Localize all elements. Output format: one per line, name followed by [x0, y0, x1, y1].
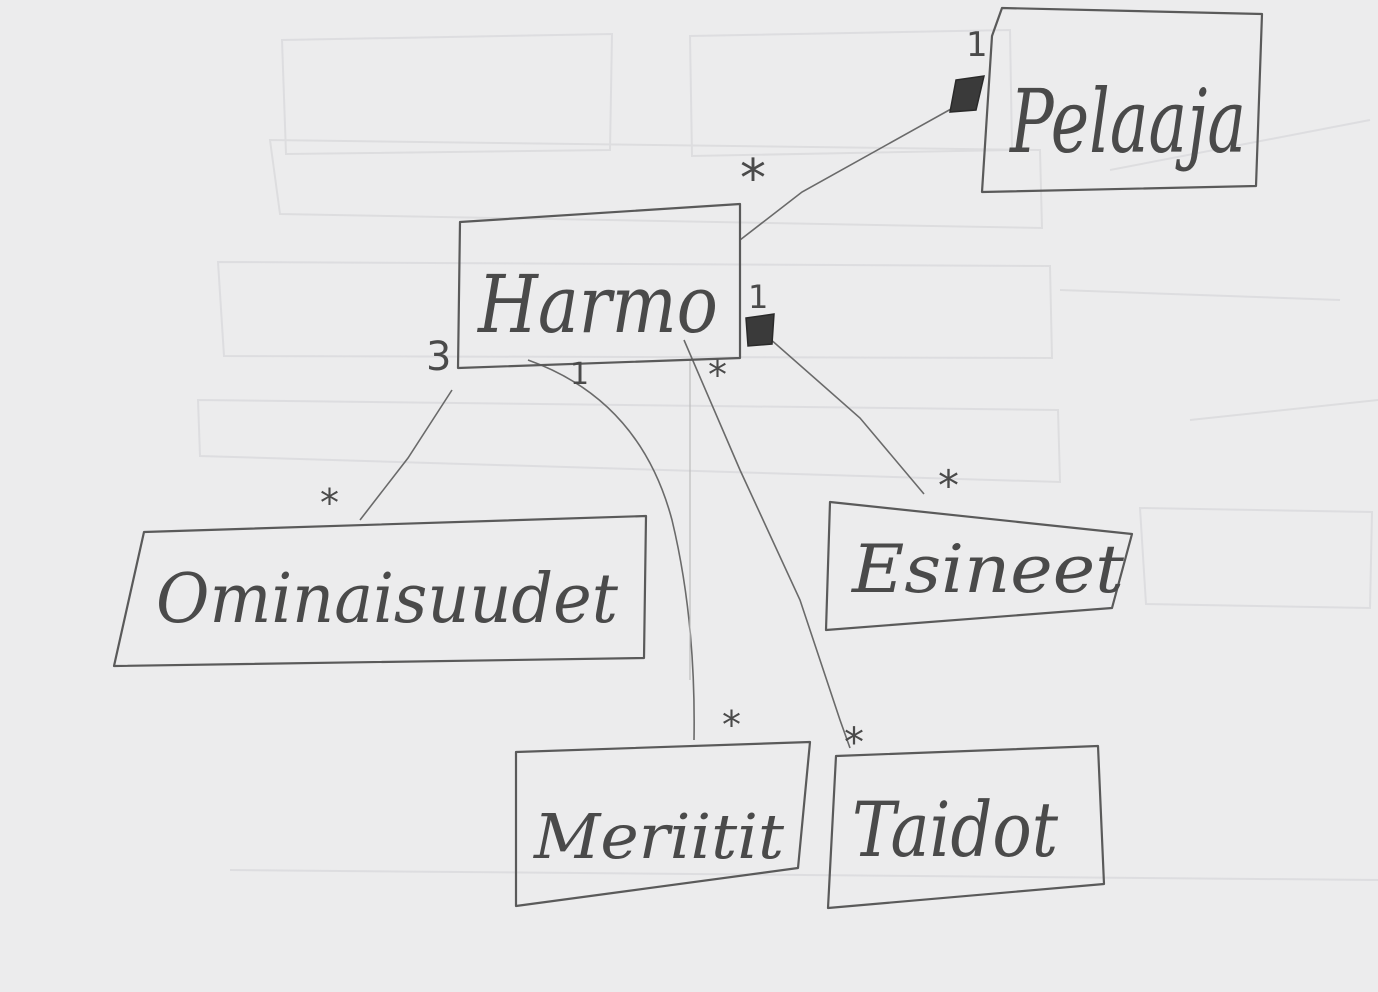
- class-label-ominaisuudet: Ominaisuudet: [156, 560, 619, 639]
- class-label-harmo: Harmo: [476, 258, 718, 351]
- paper-show-through: [196, 28, 1378, 881]
- multiplicity-meriitit-end: *: [722, 703, 741, 747]
- multiplicity-ominaisuudet-end: *: [320, 481, 339, 525]
- class-box-esineet[interactable]: Esineet: [824, 500, 1134, 632]
- class-box-taidot[interactable]: Taidot: [826, 744, 1106, 910]
- class-box-meriitit[interactable]: Meriitit: [514, 740, 812, 908]
- link-harmo-taidot: [683, 339, 851, 749]
- class-box-harmo[interactable]: Harmo: [456, 202, 742, 370]
- multiplicity-pelaaja-end: 1: [966, 25, 988, 65]
- link-harmo-pelaaja: [739, 103, 961, 241]
- link-harmo-esineet: [759, 329, 925, 495]
- link-harmo-ominaisuudet: [359, 389, 453, 521]
- multiplicity-harmo-ominaisuudet-end: 3: [426, 334, 451, 380]
- class-label-taidot: Taidot: [852, 785, 1058, 874]
- composition-diamond-pelaaja: [949, 75, 985, 113]
- class-label-esineet: Esineet: [851, 531, 1125, 608]
- class-box-ominaisuudet[interactable]: Ominaisuudet: [112, 514, 648, 668]
- multiplicity-harmo-meriitit-end: 1: [570, 357, 589, 392]
- multiplicity-harmo-taidot-end: *: [708, 353, 727, 397]
- class-box-pelaaja[interactable]: Pelaaja: [980, 6, 1264, 194]
- multiplicity-harmo-esineet-end: 1: [748, 278, 768, 316]
- link-harmo-meriitit: [527, 359, 695, 741]
- class-label-meriitit: Meriitit: [533, 800, 784, 873]
- association-lines: [359, 103, 961, 749]
- multiplicity-harmo-to-pelaaja: *: [740, 149, 766, 209]
- composition-diamond-harmo: [745, 313, 775, 347]
- multiplicity-taidot-end: *: [844, 720, 864, 766]
- multiplicity-esineet-end: *: [938, 461, 959, 510]
- multiplicity-labels: 1 * 3 * 1 * * * 1 *: [320, 25, 988, 766]
- class-label-pelaaja: Pelaaja: [1009, 70, 1246, 173]
